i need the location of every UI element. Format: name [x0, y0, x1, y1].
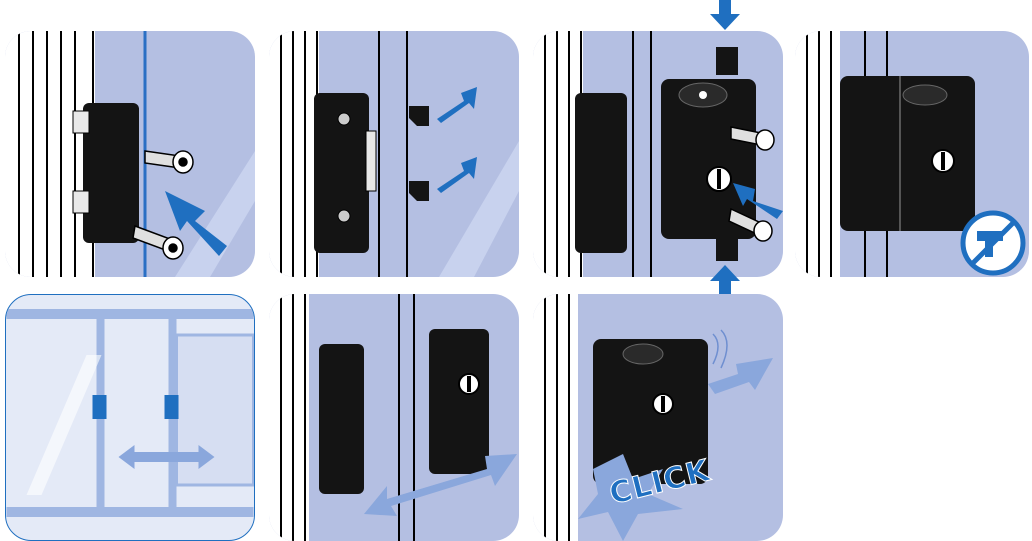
direction-arrow-icon: [708, 358, 773, 394]
step-5-panel: [5, 294, 255, 541]
hinge-marker-right: [165, 395, 179, 419]
profile-rails: [533, 294, 578, 541]
hinge-marker-left: [93, 395, 107, 419]
direction-arrow-icon: [710, 265, 740, 295]
no-drill-icon: [963, 213, 1023, 273]
direction-arrow-icon: [119, 445, 215, 469]
step-6-panel: [269, 294, 519, 541]
motion-lines: [713, 330, 727, 368]
hinge-right-body: [429, 329, 489, 474]
step-4-panel: [795, 31, 1029, 277]
assembled-hinge: [840, 76, 975, 231]
hinge-left-body: [319, 344, 364, 494]
lock-cylinder-icon: [932, 150, 954, 172]
step-7-panel: [533, 294, 783, 541]
direction-arrow-icon: [710, 0, 740, 30]
lock-cylinder-icon: [459, 374, 479, 394]
lock-cylinder-icon: [653, 394, 673, 414]
